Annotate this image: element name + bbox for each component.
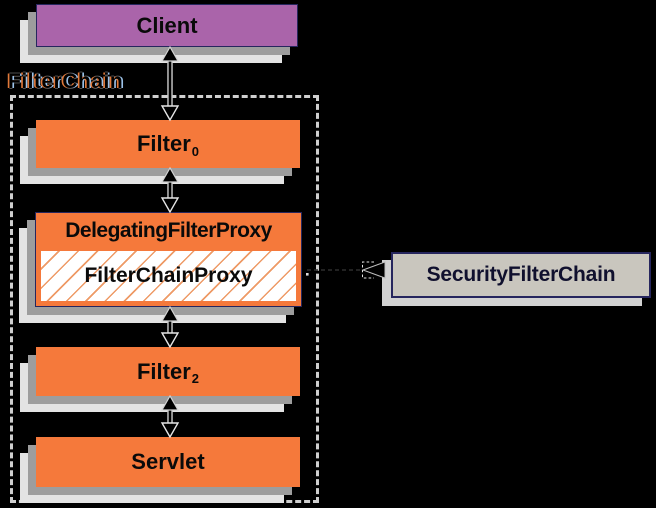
- delegating-filter-proxy-label: DelegatingFilterProxy: [65, 219, 272, 242]
- servlet-label: Servlet: [131, 449, 205, 474]
- filter-chain-proxy-node: FilterChainProxy: [41, 251, 296, 301]
- security-filter-chain-label: SecurityFilterChain: [426, 263, 616, 286]
- filter-chain-proxy-label: FilterChainProxy: [84, 264, 253, 287]
- servlet-node: Servlet: [36, 437, 300, 487]
- filter0-subscript: 0: [191, 143, 200, 159]
- filter2-subscript: 2: [191, 371, 200, 386]
- security-filter-chain-node: SecurityFilterChain: [391, 252, 651, 298]
- filterchain-group-label: FilterChain: [8, 70, 124, 93]
- filter2-label: Filter: [136, 358, 191, 384]
- client-label: Client: [136, 12, 198, 38]
- client-node: Client: [36, 4, 298, 47]
- filter0-label: Filter: [136, 131, 191, 156]
- delegating-filter-proxy-node: DelegatingFilterProxy FilterChainProxy: [35, 212, 302, 307]
